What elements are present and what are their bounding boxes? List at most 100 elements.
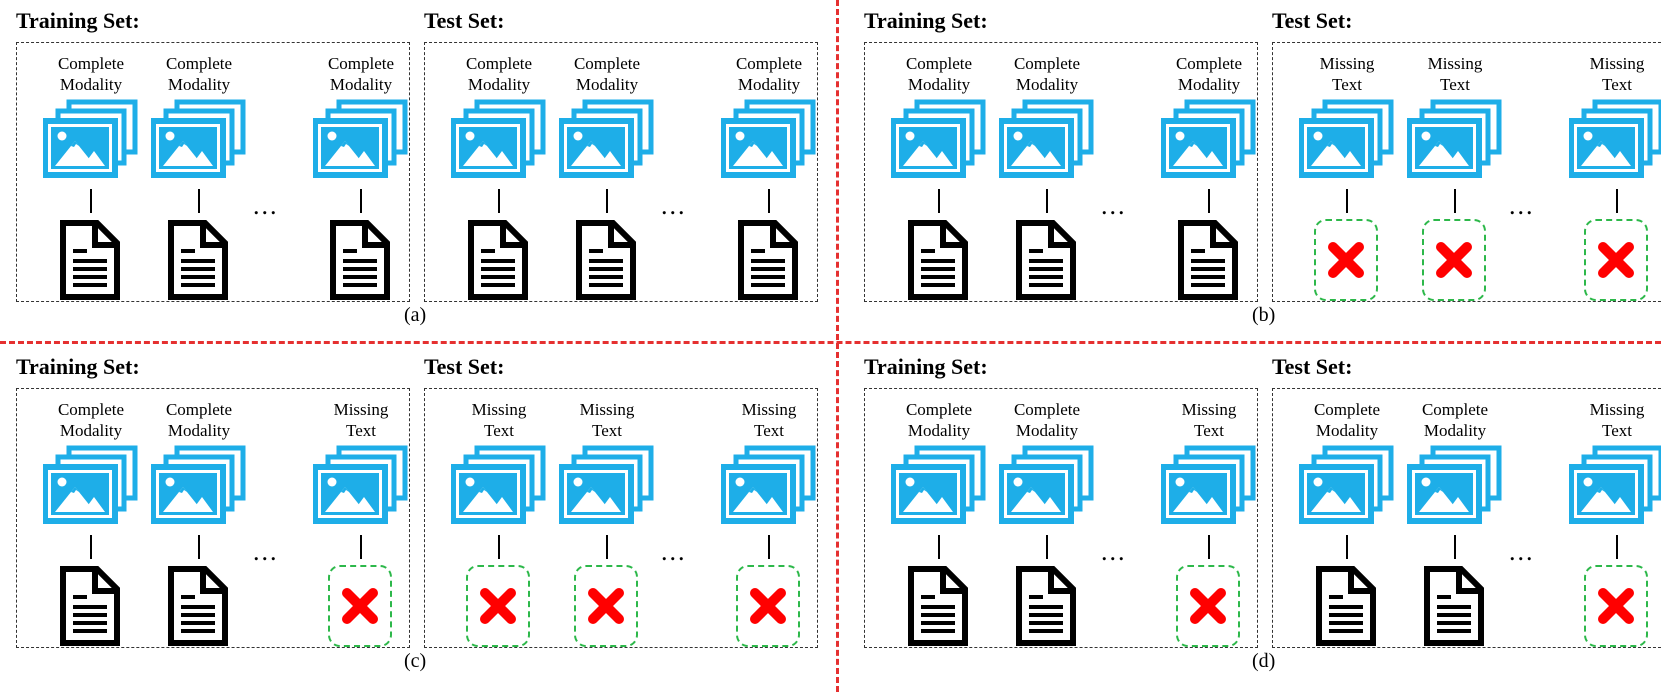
sample-label-line1: Missing — [741, 400, 797, 419]
sample-label-line1: Complete — [905, 54, 973, 73]
panel-label: (b) — [1252, 304, 1276, 326]
sample-label-line1: Complete — [573, 54, 641, 73]
test-set-title: Test Set: — [1272, 354, 1353, 379]
image-stack-icon — [450, 99, 547, 179]
document-icon — [1177, 219, 1239, 301]
document-icon — [1015, 565, 1077, 647]
connector-line — [90, 189, 92, 213]
missing-text-box — [328, 565, 392, 647]
image-stack-icon — [998, 99, 1095, 179]
sample-label-line2: Text — [1602, 421, 1632, 440]
connector-line — [198, 535, 200, 559]
document-icon — [167, 219, 229, 301]
missing-text-box — [574, 565, 638, 647]
image-stack-icon — [1298, 445, 1395, 525]
connector-line — [1046, 189, 1048, 213]
sample-label-line2: Text — [346, 421, 376, 440]
sample-label-line1: Complete — [1013, 400, 1081, 419]
sample-label-line1: Complete — [1421, 400, 1489, 419]
image-stack-icon — [1160, 445, 1257, 525]
image-stack-icon — [720, 445, 817, 525]
panel-label: (d) — [1252, 650, 1276, 672]
sample-label-line2: Modality — [59, 421, 123, 440]
connector-line — [1208, 535, 1210, 559]
missing-text-box — [1584, 565, 1648, 647]
ellipsis: ... — [1101, 191, 1127, 220]
sample-label-line1: Complete — [165, 54, 233, 73]
image-stack-icon — [998, 445, 1095, 525]
image-stack-icon — [312, 99, 409, 179]
image-stack-icon — [1568, 99, 1661, 179]
connector-line — [1454, 189, 1456, 213]
sample-label-line1: Missing — [1319, 54, 1375, 73]
vertical-divider — [836, 0, 839, 692]
sample-label-line1: Missing — [579, 400, 635, 419]
image-stack-icon — [450, 445, 547, 525]
image-stack-icon — [1406, 445, 1503, 525]
document-icon — [575, 219, 637, 301]
ellipsis: ... — [1509, 191, 1535, 220]
image-stack-icon — [150, 99, 247, 179]
ellipsis: ... — [253, 537, 279, 566]
test-set-title: Test Set: — [424, 8, 505, 33]
sample-label-line1: Complete — [57, 54, 125, 73]
ellipsis: ... — [1509, 537, 1535, 566]
sample-label-line2: Modality — [907, 421, 971, 440]
connector-line — [198, 189, 200, 213]
connector-line — [1046, 535, 1048, 559]
sample-label-line1: Missing — [1427, 54, 1483, 73]
sample-label-line2: Text — [592, 421, 622, 440]
connector-line — [606, 189, 608, 213]
connector-line — [768, 535, 770, 559]
image-stack-icon — [1568, 445, 1661, 525]
sample-label-line2: Text — [1440, 75, 1470, 94]
image-stack-icon — [558, 99, 655, 179]
test-set-title: Test Set: — [1272, 8, 1353, 33]
document-icon — [907, 219, 969, 301]
document-icon — [59, 219, 121, 301]
missing-text-box — [1584, 219, 1648, 301]
ellipsis: ... — [661, 537, 687, 566]
image-stack-icon — [1406, 99, 1503, 179]
training-set-title: Training Set: — [864, 8, 988, 33]
document-icon — [467, 219, 529, 301]
connector-line — [1346, 535, 1348, 559]
training-set-title: Training Set: — [864, 354, 988, 379]
sample-label-line2: Modality — [167, 75, 231, 94]
sample-label-line1: Missing — [333, 400, 389, 419]
training-set-title: Training Set: — [16, 354, 140, 379]
sample-label-line1: Complete — [1313, 400, 1381, 419]
missing-text-box — [1176, 565, 1240, 647]
image-stack-icon — [1298, 99, 1395, 179]
sample-label-line1: Complete — [1013, 54, 1081, 73]
sample-label-line1: Missing — [1589, 54, 1645, 73]
